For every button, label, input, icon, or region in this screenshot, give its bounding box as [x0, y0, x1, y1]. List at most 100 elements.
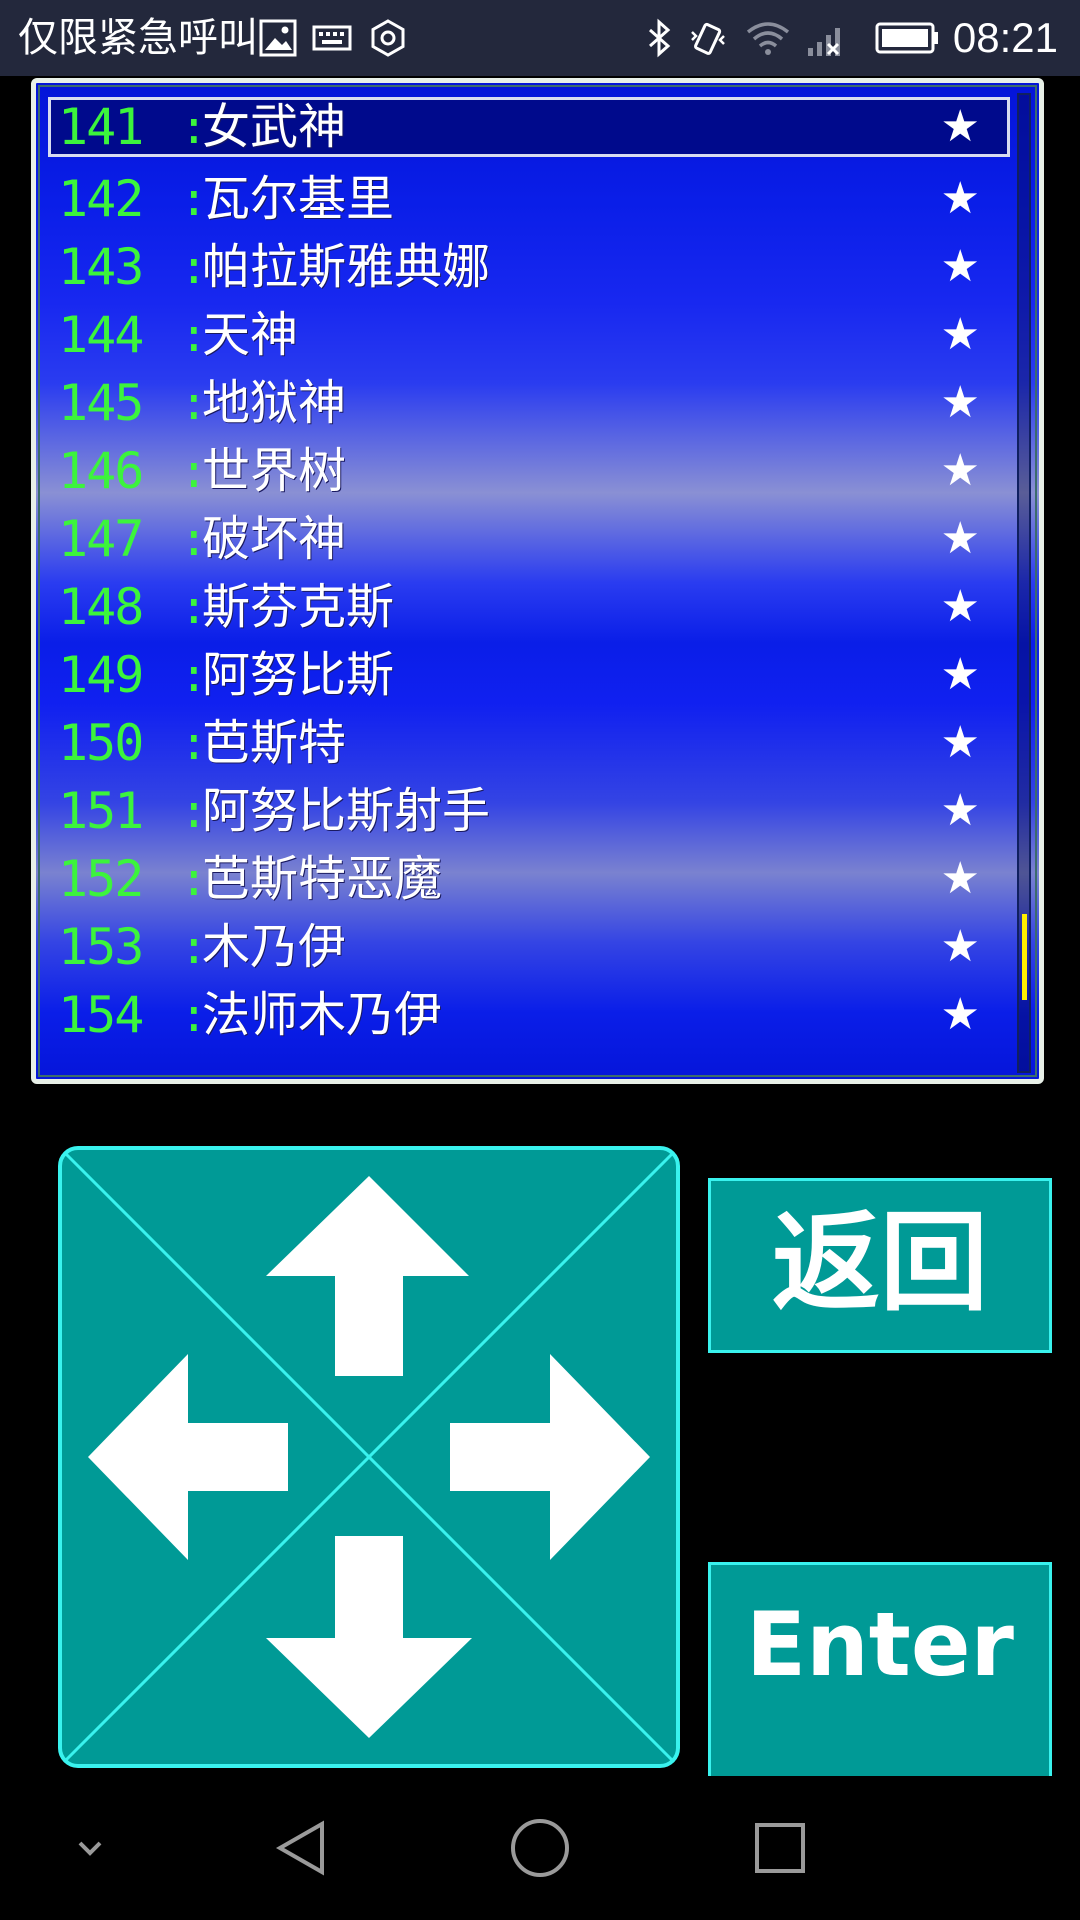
- item-number: 147: [58, 510, 144, 568]
- star-icon: ★: [940, 513, 980, 564]
- arrow-up-icon: [266, 1176, 469, 1276]
- item-separator: :: [180, 308, 208, 362]
- item-number: 146: [58, 442, 144, 500]
- list-item[interactable]: 141:女武神 ★: [48, 97, 1010, 157]
- signal-no-service-icon: [808, 28, 840, 56]
- arrow-left-icon: [88, 1354, 188, 1560]
- list-item[interactable]: 151:阿努比斯射手 ★: [48, 777, 1010, 845]
- list-item[interactable]: 154:法师木乃伊 ★: [48, 981, 1010, 1049]
- list-item[interactable]: 147:破坏神 ★: [48, 505, 1010, 573]
- star-icon: ★: [940, 309, 980, 360]
- item-name: 斯芬克斯: [202, 579, 395, 635]
- home-circle-icon[interactable]: [508, 1816, 572, 1880]
- item-separator: :: [180, 376, 208, 430]
- item-number: 144: [58, 306, 144, 364]
- item-number: 141: [58, 98, 144, 156]
- item-name: 女武神: [202, 99, 347, 155]
- star-icon: ★: [940, 717, 980, 768]
- list-item[interactable]: 152:芭斯特恶魔 ★: [48, 845, 1010, 913]
- item-name: 阿努比斯: [202, 647, 395, 703]
- list-item[interactable]: 148:斯芬克斯 ★: [48, 573, 1010, 641]
- star-icon: ★: [940, 445, 980, 496]
- back-button[interactable]: 返回: [708, 1178, 1052, 1353]
- item-number: 153: [58, 918, 144, 976]
- carrier-status-text: 仅限紧急呼叫: [18, 15, 258, 61]
- item-name: 芭斯特恶魔: [202, 851, 443, 907]
- star-icon: ★: [940, 377, 980, 428]
- vibrate-icon: [691, 22, 725, 55]
- star-icon: ★: [940, 921, 980, 972]
- item-number: 154: [58, 986, 144, 1044]
- item-separator: :: [180, 920, 208, 974]
- star-icon: ★: [940, 101, 980, 152]
- navigation-bar: [0, 1776, 1080, 1920]
- list-item[interactable]: 146:世界树 ★: [48, 437, 1010, 505]
- bluetooth-icon: [649, 18, 671, 58]
- keyboard-icon: [312, 25, 352, 51]
- item-number: 142: [58, 170, 144, 228]
- item-number: 149: [58, 646, 144, 704]
- star-icon: ★: [940, 173, 980, 224]
- list-scrollbar[interactable]: [1017, 93, 1031, 1073]
- gallery-icon: [259, 19, 297, 57]
- item-name: 地狱神: [202, 375, 347, 431]
- dpad-down-button[interactable]: [266, 1536, 472, 1738]
- star-icon: ★: [940, 241, 980, 292]
- dpad-right-button[interactable]: [450, 1354, 650, 1560]
- item-name: 世界树: [202, 443, 347, 499]
- item-number: 152: [58, 850, 144, 908]
- item-separator: :: [180, 240, 208, 294]
- list-item[interactable]: 144:天神 ★: [48, 301, 1010, 369]
- item-name: 破坏神: [202, 511, 347, 567]
- item-separator: :: [180, 512, 208, 566]
- star-icon: ★: [940, 649, 980, 700]
- item-name: 阿努比斯射手: [202, 783, 491, 839]
- dpad-up-button[interactable]: [266, 1176, 469, 1376]
- item-separator: :: [180, 444, 208, 498]
- item-separator: :: [180, 852, 208, 906]
- star-icon: ★: [940, 785, 980, 836]
- arrow-down-icon: [266, 1638, 472, 1738]
- wifi-icon: [746, 22, 790, 55]
- list-item[interactable]: 149:阿努比斯 ★: [48, 641, 1010, 709]
- monster-list[interactable]: 141:女武神★142:瓦尔基里★143:帕拉斯雅典娜★144:天神★145:地…: [48, 97, 1010, 1049]
- star-icon: ★: [940, 853, 980, 904]
- item-name: 法师木乃伊: [202, 987, 443, 1043]
- list-item[interactable]: 153:木乃伊 ★: [48, 913, 1010, 981]
- item-number: 143: [58, 238, 144, 296]
- item-separator: :: [180, 784, 208, 838]
- arrow-right-icon: [550, 1354, 650, 1560]
- item-separator: :: [180, 580, 208, 634]
- settings-hex-icon: [371, 19, 405, 57]
- star-icon: ★: [940, 989, 980, 1040]
- item-separator: :: [180, 716, 208, 770]
- clock-time: 08:21: [952, 14, 1058, 61]
- collapse-chevron-icon[interactable]: [72, 1830, 108, 1866]
- item-name: 木乃伊: [202, 919, 347, 975]
- item-separator: :: [180, 648, 208, 702]
- status-bar: 仅限紧急呼叫 08:2: [0, 0, 1080, 76]
- item-name: 天神: [202, 307, 299, 363]
- back-triangle-icon[interactable]: [272, 1818, 332, 1878]
- list-item[interactable]: 142:瓦尔基里★: [48, 165, 1010, 233]
- item-number: 148: [58, 578, 144, 636]
- list-scrollbar-thumb[interactable]: [1022, 914, 1027, 1000]
- dpad[interactable]: [58, 1146, 680, 1768]
- battery-icon: [875, 22, 938, 54]
- list-item[interactable]: 145:地狱神 ★: [48, 369, 1010, 437]
- recents-square-icon[interactable]: [752, 1820, 808, 1876]
- item-name: 瓦尔基里: [202, 171, 395, 227]
- monster-list-panel[interactable]: 141:女武神★142:瓦尔基里★143:帕拉斯雅典娜★144:天神★145:地…: [31, 78, 1044, 1084]
- star-icon: ★: [940, 581, 980, 632]
- item-separator: :: [180, 100, 208, 154]
- list-item[interactable]: 150:芭斯特 ★: [48, 709, 1010, 777]
- item-name: 帕拉斯雅典娜: [202, 239, 491, 295]
- item-number: 150: [58, 714, 144, 772]
- dpad-left-button[interactable]: [88, 1354, 288, 1560]
- item-name: 芭斯特: [202, 715, 347, 771]
- list-item[interactable]: 143:帕拉斯雅典娜 ★: [48, 233, 1010, 301]
- item-number: 145: [58, 374, 144, 432]
- item-separator: :: [180, 988, 208, 1042]
- enter-button[interactable]: Enter: [708, 1562, 1052, 1776]
- item-number: 151: [58, 782, 144, 840]
